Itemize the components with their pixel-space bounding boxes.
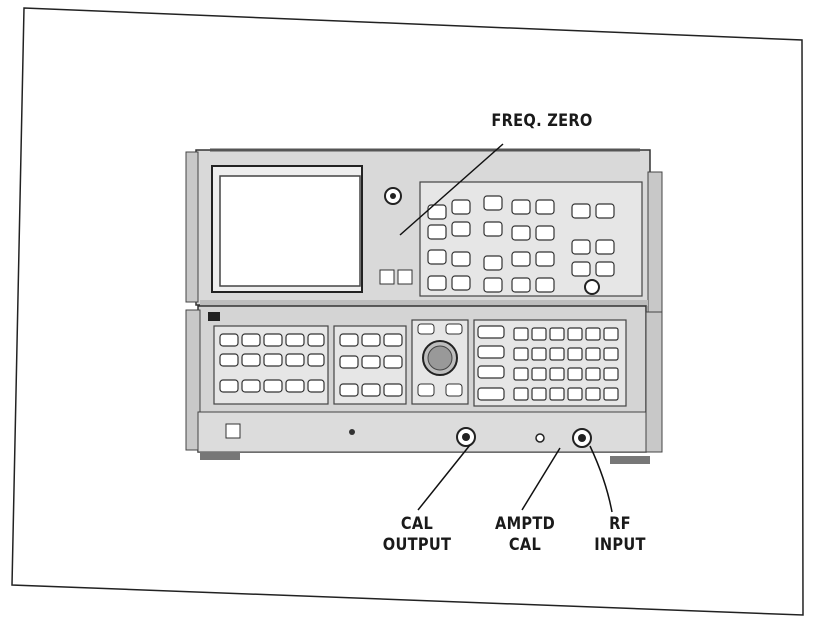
amptd-cal-line1: AMPTD — [495, 514, 555, 534]
cal-output-line1: CAL — [400, 514, 434, 534]
label-freq-zero: FREQ. ZERO — [473, 111, 611, 132]
numeric-keypad — [473, 319, 627, 407]
lower-instrument-unit — [185, 305, 663, 464]
upper-left-controls — [379, 187, 413, 285]
cal-output-leader — [417, 444, 471, 511]
figure-border — [11, 7, 804, 616]
lower-middle-keys — [333, 325, 407, 405]
amptd-cal-line2: CAL — [508, 535, 542, 555]
rf-input-line1: RF — [609, 514, 631, 534]
front-connector-strip — [197, 411, 647, 453]
amptd-cal-leader — [521, 447, 561, 511]
freq-zero-leader — [399, 143, 504, 236]
hp-logo — [208, 312, 220, 321]
amptd-cal-adjust — [535, 433, 545, 443]
tuning-knob-section — [411, 319, 469, 405]
lower-left-keys — [213, 325, 329, 405]
line-switch — [225, 423, 241, 439]
freq-zero-text: FREQ. ZERO — [491, 111, 593, 131]
cal-output-line2: OUTPUT — [382, 535, 452, 555]
rf-input-line2: INPUT — [594, 535, 646, 555]
rf-input-leader — [589, 445, 613, 513]
crt-display — [211, 165, 363, 293]
label-cal-output: CAL OUTPUT — [378, 514, 455, 556]
label-rf-input: RF INPUT — [586, 514, 655, 556]
upper-instrument-unit — [185, 148, 663, 313]
upper-key-panel — [419, 181, 643, 297]
label-amptd-cal: AMPTD CAL — [486, 514, 563, 556]
leader-lines — [399, 143, 613, 513]
